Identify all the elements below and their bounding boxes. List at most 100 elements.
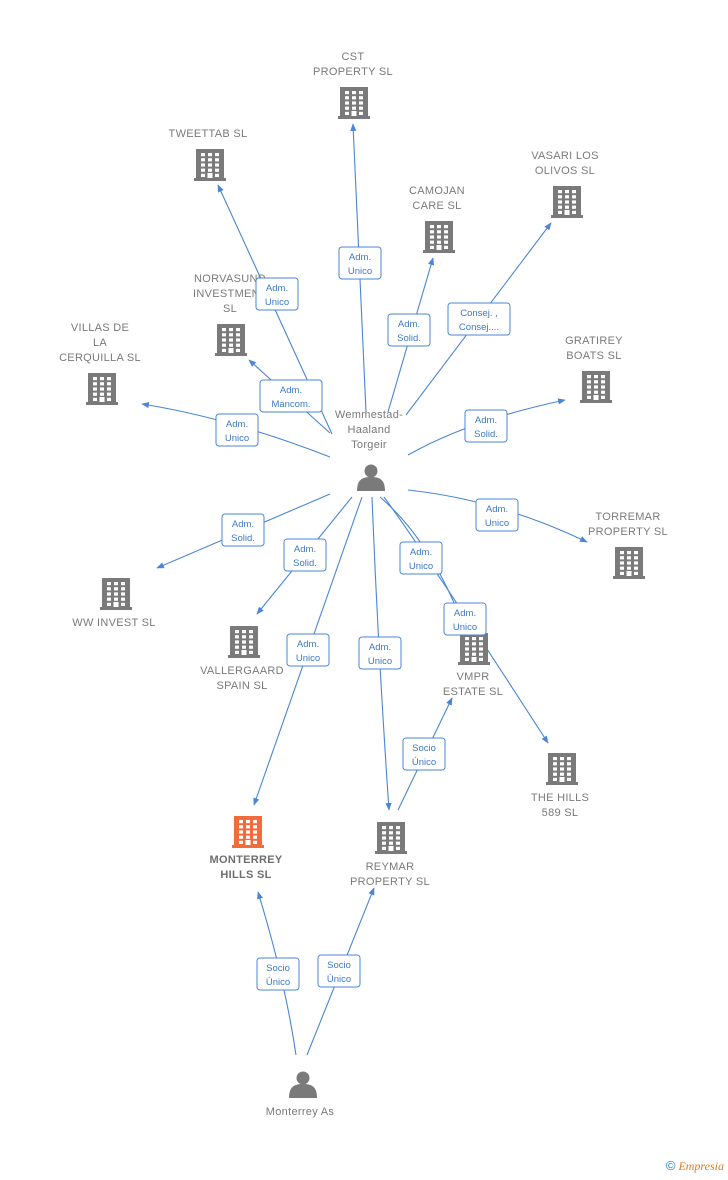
- building-icon[interactable]: [580, 371, 612, 403]
- node-label: CAMOJAN: [409, 185, 465, 197]
- building-icon[interactable]: [232, 816, 264, 848]
- building-icon[interactable]: [546, 753, 578, 785]
- edge-label-line: Socio: [412, 743, 436, 754]
- node-label: OLIVOS SL: [535, 165, 595, 177]
- edge-label-line: Único: [266, 977, 290, 988]
- edge-label-wemmestad-to-reymar[interactable]: Adm.Unico: [358, 636, 402, 670]
- node-vasari[interactable]: VASARI LOS OLIVOS SL: [531, 150, 599, 218]
- building-icon[interactable]: [100, 578, 132, 610]
- edge-label-wemmestad-to-villas[interactable]: Adm.Unico: [215, 413, 259, 447]
- edge-label-wemmestad-to-camojan[interactable]: Adm.Solid.: [387, 313, 431, 347]
- building-icon[interactable]: [228, 626, 260, 658]
- node-label: Haaland: [347, 424, 390, 436]
- node-label: SL: [223, 303, 237, 315]
- edge-label-line: Adm.: [475, 415, 497, 426]
- edge-label-wemmestad-to-wwinvest[interactable]: Adm. Solid.: [221, 513, 265, 547]
- edge-label-line: Solid.: [231, 533, 255, 544]
- node-label: LA: [93, 337, 107, 349]
- edge-label-box: [358, 636, 402, 670]
- edge-label-wemmestad-to-thehills[interactable]: Adm. Unico: [443, 602, 487, 636]
- edge-label-box: [256, 957, 300, 991]
- edge-label-line: Unico: [409, 561, 433, 572]
- edge-label-box: [221, 513, 265, 547]
- node-label: THE HILLS: [531, 792, 589, 804]
- node-label: NORVASUND: [194, 273, 266, 285]
- edge-label-wemmestad-to-monterrey[interactable]: Adm.Unico: [286, 633, 330, 667]
- edge-label-line: Consej....: [459, 322, 499, 333]
- edge-label-line: Adm.: [454, 608, 476, 619]
- edge-label-wemmestad-to-norvasund[interactable]: Adm.Mancom.: [259, 379, 323, 413]
- building-icon[interactable]: [613, 547, 645, 579]
- edge-label-line: Solid.: [474, 429, 498, 440]
- edge-label-wemmestad-to-vmpr[interactable]: Adm. Unico: [399, 541, 443, 575]
- edge-label-line: Adm.: [410, 547, 432, 558]
- edge-label-wemmestad-to-tweettab[interactable]: Adm. Unico: [255, 277, 299, 311]
- node-label: VMPR: [457, 671, 490, 683]
- node-label: GRATIREY: [565, 335, 623, 347]
- edge-label-box: [338, 246, 382, 280]
- person-icon[interactable]: [357, 464, 385, 492]
- edge-label-box: [387, 313, 431, 347]
- edge-label-line: Unico: [453, 622, 477, 633]
- node-label: PROPERTY SL: [350, 876, 430, 888]
- edge-label-wemmestad-to-gratirey[interactable]: Adm. Solid.: [464, 409, 508, 443]
- node-wwinvest[interactable]: WW INVEST SL: [72, 578, 155, 629]
- edge-label-wemmestad-to-vasari[interactable]: Consej. ,Consej....: [447, 302, 511, 336]
- edge-label-line: Adm.: [294, 544, 316, 555]
- node-label: 589 SL: [542, 807, 579, 819]
- person-icon[interactable]: [289, 1071, 317, 1099]
- edge-label-box: [443, 602, 487, 636]
- node-label: BOATS SL: [566, 350, 621, 362]
- edge-label-line: Socio: [266, 963, 290, 974]
- building-icon[interactable]: [551, 186, 583, 218]
- node-vmpr[interactable]: VMPR ESTATE SL: [443, 633, 503, 698]
- edge-label-box: [283, 538, 327, 572]
- edge-label-line: Adm.: [232, 519, 254, 530]
- building-icon[interactable]: [215, 324, 247, 356]
- edge-label-wemmestad-to-torremar[interactable]: Adm.Unico: [475, 498, 519, 532]
- node-thehills[interactable]: THE HILLS 589 SL: [531, 753, 589, 819]
- building-icon[interactable]: [458, 633, 490, 665]
- node-monterreyas[interactable]: Monterrey As: [266, 1071, 335, 1119]
- brand-logo-text: Empresia: [678, 1159, 724, 1173]
- building-icon[interactable]: [375, 822, 407, 854]
- node-tweettab[interactable]: TWEETTAB SL: [169, 128, 248, 181]
- edge-label-box: [259, 379, 323, 413]
- building-icon[interactable]: [423, 221, 455, 253]
- node-label: ESTATE SL: [443, 686, 503, 698]
- node-label: Torgeir: [351, 439, 387, 451]
- node-label: VASARI LOS: [531, 150, 599, 162]
- node-gratirey[interactable]: GRATIREY BOATS SL: [565, 335, 623, 403]
- building-icon[interactable]: [194, 149, 226, 181]
- edge-label-box: [255, 277, 299, 311]
- edge-label-line: Único: [412, 757, 436, 768]
- empresia-watermark: ©Empresia: [666, 1158, 724, 1174]
- edge-label-line: Solid.: [293, 558, 317, 569]
- edge-label-line: Adm.: [226, 419, 248, 430]
- edge-label-wemmestad-to-cst[interactable]: Adm.Unico: [338, 246, 382, 280]
- node-label: WW INVEST SL: [72, 617, 155, 629]
- edge-label-line: Adm.: [266, 283, 288, 294]
- edge-label-box: [286, 633, 330, 667]
- edge-label-line: Mancom.: [271, 399, 310, 410]
- building-icon[interactable]: [86, 373, 118, 405]
- node-label: TWEETTAB SL: [169, 128, 248, 140]
- node-label: CERQUILLA SL: [59, 352, 141, 364]
- edge-label-line: Unico: [265, 297, 289, 308]
- edge-label-wemmestad-to-vallergaard[interactable]: Adm. Solid.: [283, 538, 327, 572]
- building-icon[interactable]: [338, 87, 370, 119]
- edge-label-line: Unico: [348, 266, 372, 277]
